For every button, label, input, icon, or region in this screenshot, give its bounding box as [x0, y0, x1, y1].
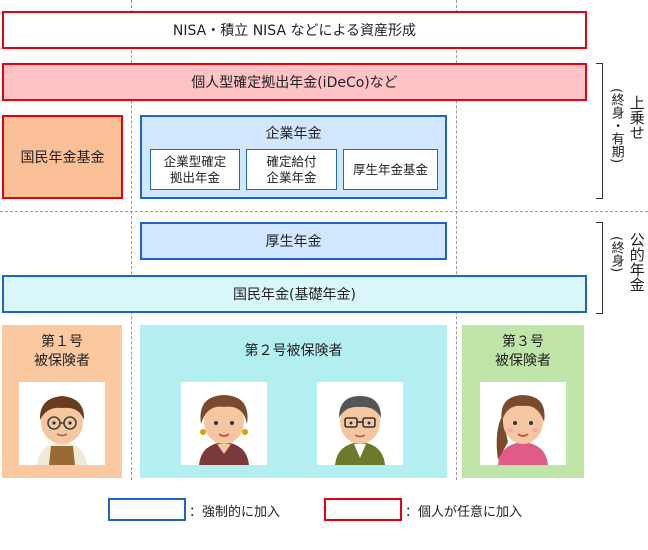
- kigyo-type-dc-line2: 拠出年金: [169, 169, 220, 185]
- db-pension-box: 確定給付 企業年金: [246, 149, 337, 190]
- kigyo-type-dc-line1: 企業型確定: [163, 153, 227, 169]
- dashed-divider-horizontal: [0, 211, 648, 212]
- nisa-label: NISA・積立 NISA などによる資産形成: [172, 23, 417, 39]
- dashed-divider-left: [131, 0, 132, 480]
- kigyo-type-dc-box: 企業型確定 拠出年金: [150, 149, 240, 190]
- upper-side-main: 上乗せ: [627, 95, 646, 140]
- insured-2-title: 第２号被保険者: [140, 342, 447, 361]
- insured-2-line1: 第２号被保険者: [244, 343, 343, 359]
- insured-3-line2: 被保険者: [495, 352, 551, 369]
- insured-1-line2: 被保険者: [34, 352, 90, 369]
- man-glasses-icon: [317, 382, 403, 465]
- kosei-nenkin-box: 厚生年金: [140, 222, 447, 260]
- public-side-label: 公的年金: [627, 232, 646, 292]
- insured-1-line1: 第１号: [41, 334, 83, 350]
- kokumin-nenkin-box: 国民年金(基礎年金): [2, 275, 587, 313]
- kigyo-nenkin-box: 企業年金 企業型確定 拠出年金 確定給付 企業年金 厚生年金基金: [140, 115, 447, 199]
- kosei-nenkin-label: 厚生年金: [265, 234, 322, 250]
- woman-pink-icon: [480, 382, 566, 465]
- insured-1-panel: 第１号 被保険者: [2, 325, 122, 478]
- kigyo-nenkin-title: 企業年金: [265, 126, 322, 142]
- db-pension-line1: 確定給付: [266, 153, 317, 169]
- kokumin-nenkin-kikin-label: 国民年金基金: [20, 150, 105, 166]
- kokumin-nenkin-kikin-box: 国民年金基金: [2, 115, 123, 199]
- public-side-sublabel: (終身): [608, 236, 624, 273]
- kosei-nenkin-kikin-label: 厚生年金基金: [352, 161, 428, 177]
- upper-bracket: [596, 63, 603, 199]
- upper-side-label: 上乗せ: [627, 95, 646, 140]
- woman-earrings-icon: [181, 382, 267, 465]
- nisa-layer: NISA・積立 NISA などによる資産形成: [2, 11, 587, 49]
- legend-optional-label: ：個人が任意に加入: [405, 505, 523, 520]
- public-side-sub: (終身): [608, 236, 624, 273]
- legend-mandatory-label: ：強制的に加入: [189, 505, 281, 520]
- insured-2-panel: 第２号被保険者: [140, 325, 447, 478]
- upper-side-sublabel: (終身・有期): [608, 88, 624, 164]
- dashed-divider-right: [456, 0, 457, 480]
- upper-side-sub: (終身・有期): [608, 88, 624, 164]
- insured-1-title: 第１号 被保険者: [2, 333, 122, 371]
- public-side-main: 公的年金: [627, 232, 646, 292]
- public-bracket: [596, 222, 603, 314]
- insured-3-line1: 第３号: [502, 334, 544, 350]
- insured-3-title: 第３号 被保険者: [462, 333, 584, 371]
- ideco-label: 個人型確定拠出年金(iDeCo)など: [191, 75, 398, 91]
- insured-3-panel: 第３号 被保険者: [462, 325, 584, 478]
- db-pension-line2: 企業年金: [266, 169, 317, 185]
- ideco-layer: 個人型確定拠出年金(iDeCo)など: [2, 63, 587, 101]
- man-apron-icon: [19, 382, 105, 465]
- legend-optional-swatch: [324, 498, 402, 521]
- kokumin-nenkin-label: 国民年金(基礎年金): [233, 287, 356, 303]
- kosei-nenkin-kikin-box: 厚生年金基金: [343, 149, 438, 190]
- legend-mandatory-swatch: [108, 498, 186, 521]
